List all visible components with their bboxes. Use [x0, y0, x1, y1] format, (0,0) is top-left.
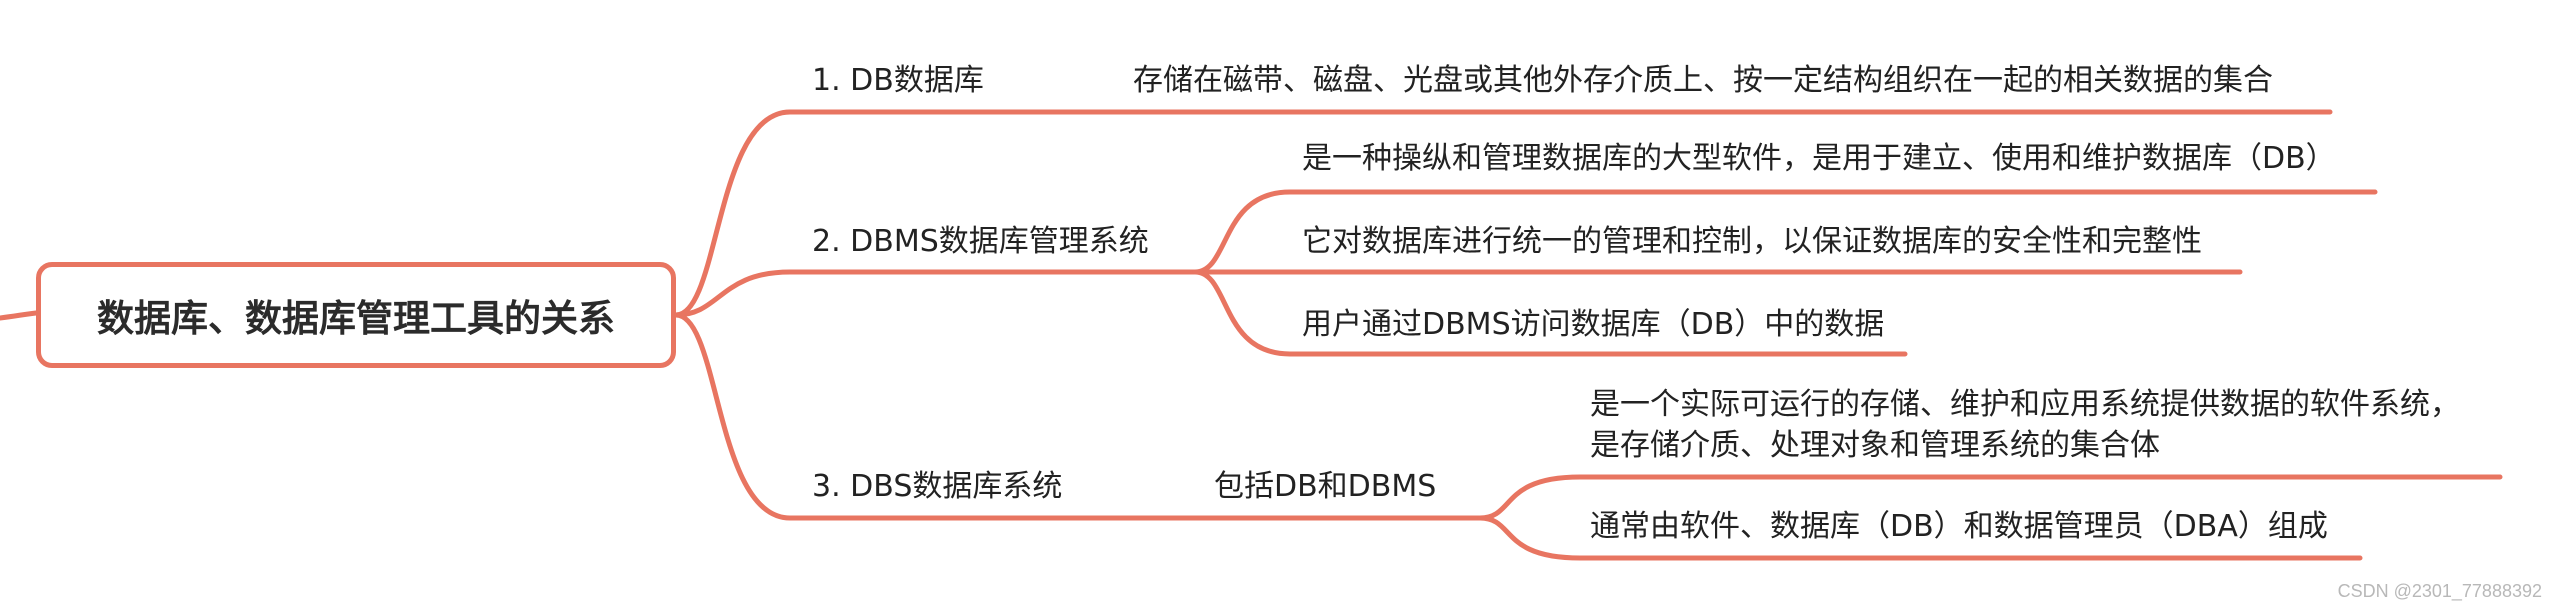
dbs-child-1[interactable]: 是一个实际可运行的存储、维护和应用系统提供数据的软件系统， 是存储介质、处理对象…	[1590, 384, 2460, 466]
root-node[interactable]: 数据库、数据库管理工具的关系	[36, 262, 676, 368]
root-left-stub	[0, 310, 39, 321]
branch-db[interactable]: 1. DB数据库	[812, 63, 984, 98]
branch-dbms[interactable]: 2. DBMS数据库管理系统	[812, 224, 1149, 259]
dbs-child-2[interactable]: 通常由软件、数据库（DB）和数据管理员（DBA）组成	[1590, 509, 2328, 544]
db-definition[interactable]: 存储在磁带、磁盘、光盘或其他外存介质上、按一定结构组织在一起的相关数据的集合	[1133, 63, 2273, 98]
dbms-child-1[interactable]: 是一种操纵和管理数据库的大型软件，是用于建立、使用和维护数据库（DB）	[1302, 141, 2336, 176]
dbs-child-1-line-2: 是存储介质、处理对象和管理系统的集合体	[1590, 428, 2160, 463]
root-label: 数据库、数据库管理工具的关系	[97, 297, 615, 340]
connector-branch-1	[673, 109, 2333, 318]
dbs-includes[interactable]: 包括DB和DBMS	[1214, 469, 1437, 504]
connector-dbs-child-1	[1477, 474, 2503, 521]
branch-dbs[interactable]: 3. DBS数据库系统	[812, 469, 1063, 504]
connector-dbms-child-3	[1192, 269, 1908, 357]
dbs-child-1-line-1: 是一个实际可运行的存储、维护和应用系统提供数据的软件系统，	[1590, 387, 2460, 422]
connector-branch-3	[673, 312, 1483, 521]
connector-branch-2	[673, 269, 1198, 318]
connector-dbms-child-1	[1192, 189, 2378, 275]
dbms-child-3[interactable]: 用户通过DBMS访问数据库（DB）中的数据	[1302, 307, 1885, 342]
connector-dbs-child-2	[1477, 515, 2363, 561]
watermark: CSDN @2301_77888392	[2337, 581, 2542, 601]
dbms-child-2[interactable]: 它对数据库进行统一的管理和控制，以保证数据库的安全性和完整性	[1302, 224, 2202, 259]
